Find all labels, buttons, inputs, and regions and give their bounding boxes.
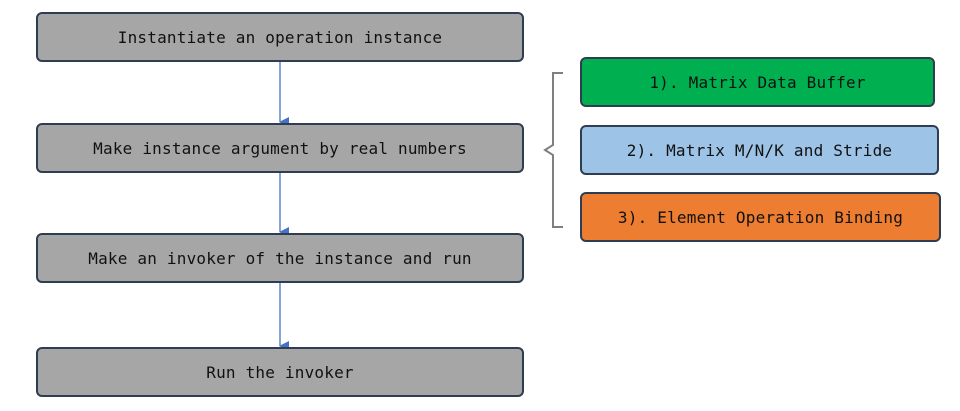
step-label: Run the invoker [206,362,354,382]
argument-bracket [543,72,563,228]
argument-matrix-data-buffer: 1). Matrix Data Buffer [580,57,935,107]
argument-label: 2). Matrix M/N/K and Stride [626,140,893,160]
step-make-invoker: Make an invoker of the instance and run [36,233,524,283]
step-instantiate-operation: Instantiate an operation instance [36,12,524,62]
step-label: Make instance argument by real numbers [93,138,467,158]
step-run-invoker: Run the invoker [36,347,524,397]
argument-matrix-mnk-stride: 2). Matrix M/N/K and Stride [580,125,939,175]
step-label: Instantiate an operation instance [117,27,443,47]
argument-label: 1). Matrix Data Buffer [649,72,866,92]
step-label: Make an invoker of the instance and run [88,248,472,268]
argument-label: 3). Element Operation Binding [617,207,904,227]
argument-element-operation-binding: 3). Element Operation Binding [580,192,941,242]
step-make-instance-argument: Make instance argument by real numbers [36,123,524,173]
